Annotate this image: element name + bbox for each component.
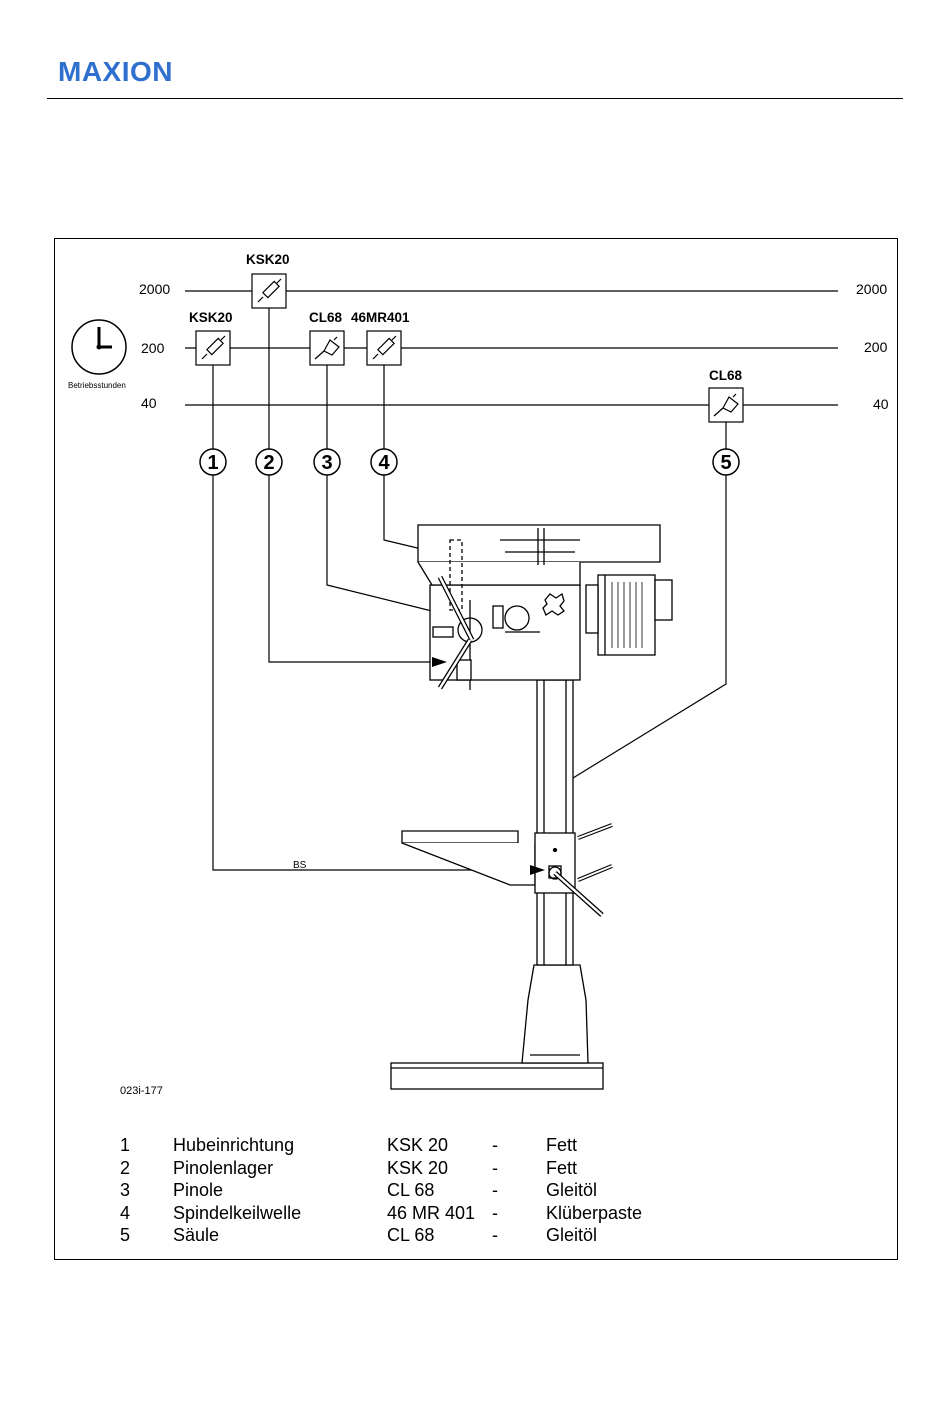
grease-gun-box-200 <box>196 331 230 365</box>
legend-type: Gleitöl <box>546 1224 597 1246</box>
part-label-bs: BS <box>293 860 307 871</box>
legend-lubricant: CL 68 <box>387 1179 434 1201</box>
legend-type: Fett <box>546 1157 577 1179</box>
machine-base <box>391 1063 603 1089</box>
legend-type: Fett <box>546 1134 577 1156</box>
clock-icon <box>72 320 126 374</box>
legend-number: 4 <box>120 1202 130 1224</box>
oil-can-box-200 <box>310 331 344 365</box>
point-label-3: 3 <box>321 452 332 474</box>
point-label-5: 5 <box>720 452 731 474</box>
oil-can-box-40 <box>709 388 743 422</box>
legend-dash: - <box>492 1179 498 1201</box>
legend-number: 2 <box>120 1157 130 1179</box>
lubricant-label-ksk20-left: KSK20 <box>189 310 233 325</box>
legend-dash: - <box>492 1134 498 1156</box>
legend-number: 3 <box>120 1179 130 1201</box>
drill-press-illustration <box>391 525 672 1089</box>
machine-table <box>402 831 518 843</box>
legend-dash: - <box>492 1157 498 1179</box>
clock-label: Betriebsstunden <box>68 381 126 390</box>
legend-part: Hubeinrichtung <box>173 1134 294 1156</box>
legend-type: Gleitöl <box>546 1179 597 1201</box>
legend-dash: - <box>492 1224 498 1246</box>
legend-part: Säule <box>173 1224 219 1246</box>
grease-gun-box-2000 <box>252 274 286 308</box>
interval-label-200-left: 200 <box>141 340 165 356</box>
figure-code: 023i-177 <box>120 1085 163 1097</box>
lubricant-label-46mr401: 46MR401 <box>351 310 410 325</box>
diagram-frame <box>55 239 898 1260</box>
interval-label-200-right: 200 <box>864 339 888 355</box>
lubricant-label-cl68: CL68 <box>309 310 343 325</box>
point-label-2: 2 <box>263 452 274 474</box>
legend-lubricant: 46 MR 401 <box>387 1202 475 1224</box>
machine-column <box>537 680 573 965</box>
legend-lubricant: CL 68 <box>387 1224 434 1246</box>
legend-part: Pinolenlager <box>173 1157 273 1179</box>
legend-part: Spindelkeilwelle <box>173 1202 301 1224</box>
lubricant-label-ksk20-top: KSK20 <box>246 252 290 267</box>
legend-number: 5 <box>120 1224 130 1246</box>
point-label-4: 4 <box>378 452 390 474</box>
legend-lubricant: KSK 20 <box>387 1134 448 1156</box>
machine-motor <box>598 575 655 655</box>
interval-label-2000-left: 2000 <box>139 281 170 297</box>
point-label-1: 1 <box>207 452 218 474</box>
legend-lubricant: KSK 20 <box>387 1157 448 1179</box>
legend-type: Klüberpaste <box>546 1202 642 1224</box>
lubricant-label-cl68-right: CL68 <box>709 368 743 383</box>
interval-label-40-right: 40 <box>873 396 889 412</box>
legend-dash: - <box>492 1202 498 1224</box>
interval-label-40-left: 40 <box>141 395 157 411</box>
paste-gun-box-200 <box>367 331 401 365</box>
interval-label-2000-right: 2000 <box>856 281 887 297</box>
legend-number: 1 <box>120 1134 130 1156</box>
legend-part: Pinole <box>173 1179 223 1201</box>
